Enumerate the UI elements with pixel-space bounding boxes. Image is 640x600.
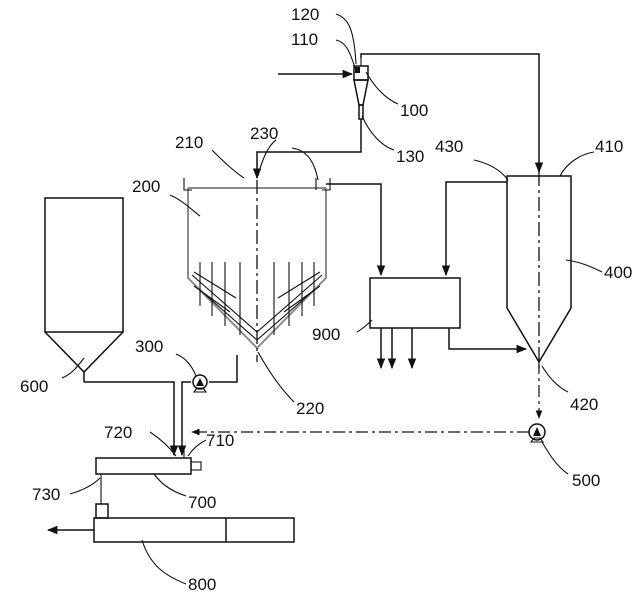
label-220: 220 [296,399,324,418]
leader-lines [61,13,603,585]
cyclone-underflow-line [252,119,362,180]
label-430: 430 [435,137,463,156]
900-to-400-line [448,328,528,354]
label-500: 500 [572,471,600,490]
label-200: 200 [132,177,160,196]
label-900: 900 [312,325,340,344]
label-110: 110 [291,30,318,49]
pump-500 [528,423,546,443]
tank-bottom-line [209,355,238,383]
label-400: 400 [604,263,632,282]
pump-300 [192,374,208,393]
label-410: 410 [595,137,623,156]
label-230: 230 [250,124,278,143]
label-420: 420 [570,395,598,414]
overflow-to-900-line [326,183,386,277]
label-800: 800 [188,575,216,594]
label-300: 300 [135,337,163,356]
label-100: 100 [400,101,428,120]
label-710: 710 [206,431,234,450]
400-to-900-line [441,181,507,277]
separator-900 [369,277,461,329]
settling-tank [183,178,331,362]
label-720: 720 [104,423,132,442]
label-210: 210 [175,133,203,152]
storage-silo [44,197,124,382]
label-730: 730 [32,485,60,504]
silo-to-mixer-line [84,381,179,457]
cyclone-gas-line [360,53,544,174]
vessel-400 [506,172,572,372]
cyclone-separator [353,58,369,120]
mixer-700 [95,450,202,504]
tank-agitator-blades [191,262,323,341]
label-130: 130 [396,147,424,166]
label-700: 700 [188,493,216,512]
label-600: 600 [20,377,48,396]
pump-300-to-mixer-line [177,381,191,457]
label-120: 120 [291,5,319,24]
